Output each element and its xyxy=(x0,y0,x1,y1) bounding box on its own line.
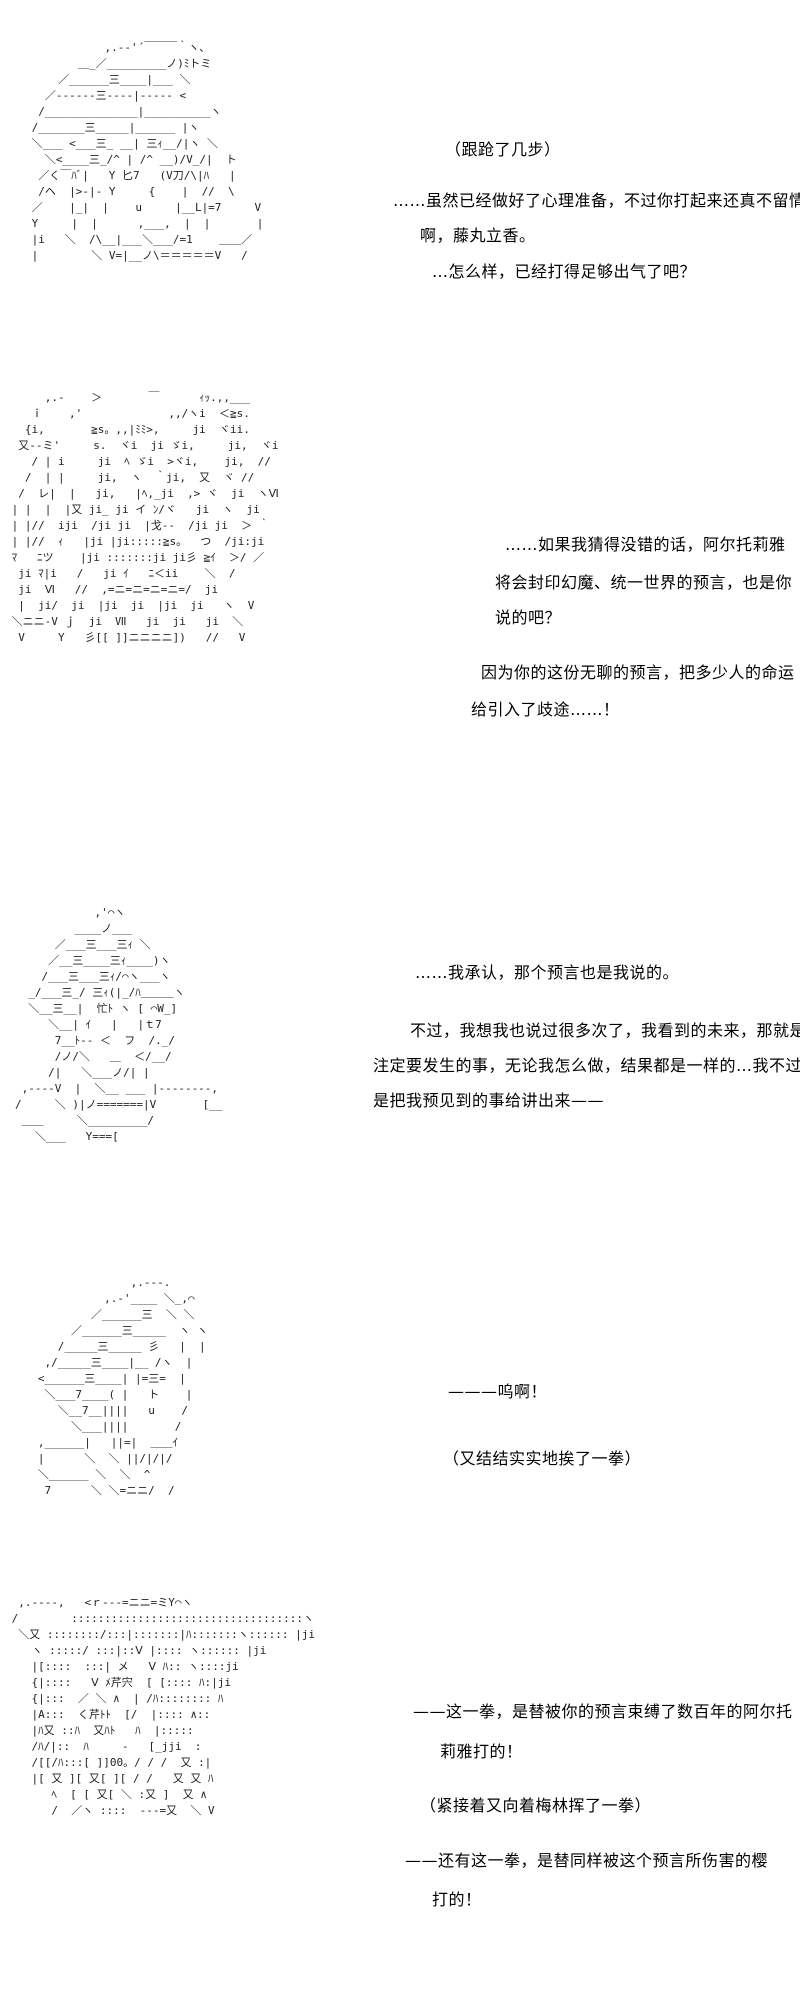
dialogue-line: 打的！ xyxy=(432,1890,482,1909)
dialogue-line: 不过，我想我也说过很多次了，我看到的未来，那就是 xyxy=(410,1021,800,1040)
ascii-art-character-5: ,.-‐‐‐, <ｒ‐‐‐=ニニ=ミY⌒ヽ / ::::::::::::::::… xyxy=(11,1596,316,1817)
dialogue-line: 啊，藤丸立香。 xyxy=(420,226,536,245)
ascii-art-character-4: ,.-‐-. ,.‐'____ ＼_,⌒ ／______三 ＼ ＼ ／_____… xyxy=(37,1276,208,1497)
dialogue-line: ——这一拳，是替被你的预言束缚了数百年的阿尔托 xyxy=(413,1702,793,1721)
dialogue-line: 注定要发生的事，无论我怎么做，结果都是一样的…我不过 xyxy=(373,1056,800,1075)
dialogue-line: ……如果我猜得没错的话，阿尔托莉雅 xyxy=(505,535,786,554)
stage-direction: （又结结实实地挨了一拳） xyxy=(443,1449,642,1468)
dialogue-line: 将会封印幻魔、统一世界的预言，也是你 xyxy=(495,573,793,592)
stage-direction: （紧接着又向着梅林挥了一拳） xyxy=(420,1796,652,1815)
dialogue-line: 说的吧？ xyxy=(495,608,562,627)
dialogue-line: 是把我预见到的事给讲出来—— xyxy=(373,1091,605,1110)
dialogue-line: ……虽然已经做好了心理准备，不过你打起来还真不留情 xyxy=(393,191,800,210)
dialogue-line: 莉雅打的！ xyxy=(440,1742,523,1761)
dialogue-line: ——还有这一拳，是替同样被这个预言所伤害的樱 xyxy=(405,1851,769,1870)
dialogue-line: ———呜啊！ xyxy=(448,1382,548,1401)
dialogue-line: …怎么样，已经打得足够出气了吧？ xyxy=(432,262,697,281)
ascii-art-character-3: ,'⌒ヽ ____ノ___ ／___三___三ｨ ＼ ／__三____三ｨ___… xyxy=(15,906,223,1143)
dialogue-line: 因为你的这份无聊的预言，把多少人的命运 xyxy=(481,663,795,682)
ascii-art-character-1: ,.-‐'´￣￣￣｀ヽ、 ＿_／_________ノ)ﾐトミ ／______三_… xyxy=(31,41,264,262)
dialogue-line: 给引入了歧途……！ xyxy=(471,700,620,719)
stage-direction: （跟跄了几步） xyxy=(445,140,561,159)
ascii-art-character-2: ,.‐ ＞ ￣ ｨｯ.,,___ ｉ ,' ,,/ヽi ＜≧s. {i, ≧s。… xyxy=(11,391,279,644)
dialogue-line: ……我承认，那个预言也是我说的。 xyxy=(415,963,680,982)
